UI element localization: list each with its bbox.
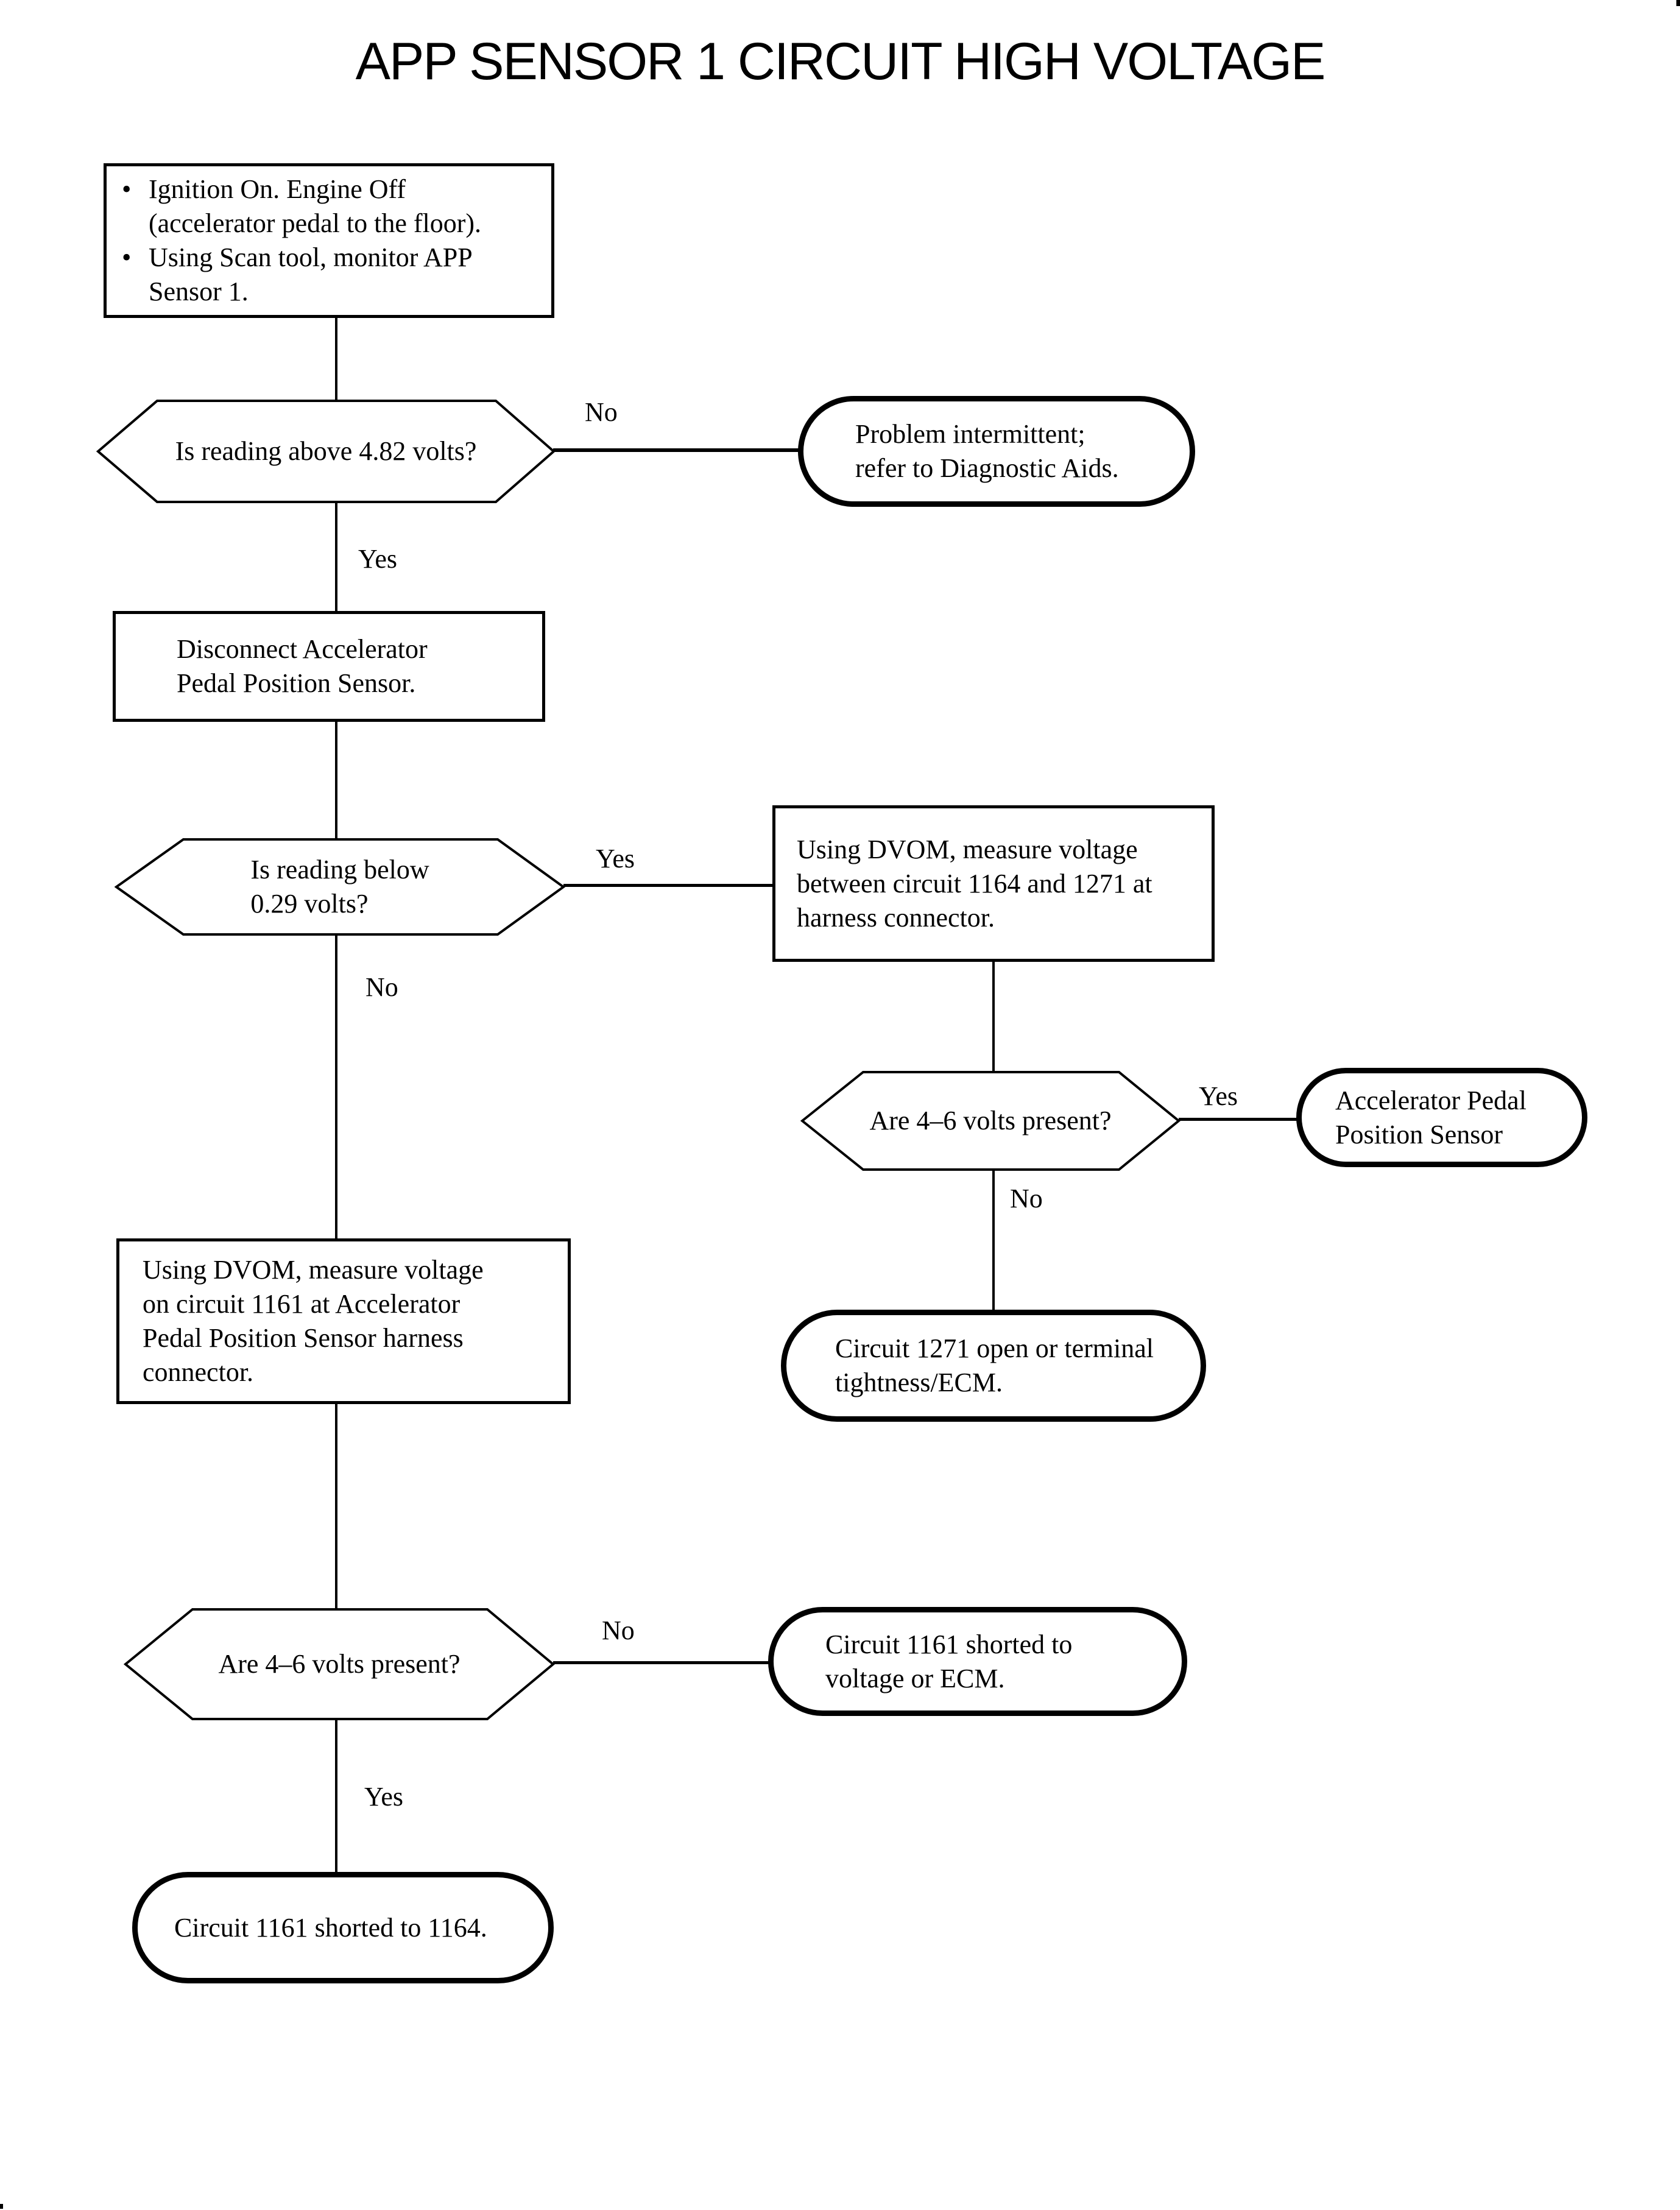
hexagon-shape xyxy=(124,1608,555,1720)
hexagon-shape xyxy=(115,838,565,936)
connector-p3-to-d3 xyxy=(992,961,995,1073)
terminator-app-sensor-text: Accelerator Pedal Position Sensor xyxy=(1335,1085,1526,1149)
decision-volts-present-right: Are 4–6 volts present? xyxy=(800,1070,1181,1171)
start-item-1-text: Ignition On. Engine Off (accelerator ped… xyxy=(149,174,482,238)
connector-d1-yes-to-p2 xyxy=(335,501,337,612)
connector-d2-yes-to-p3 xyxy=(563,884,774,887)
bullet-icon: • xyxy=(122,242,132,272)
process-disconnect-sensor: Disconnect Accelerator Pedal Position Se… xyxy=(113,611,545,722)
connector-d3-no-to-t3 xyxy=(992,1170,995,1311)
terminator-circuit-1161-1164-text: Circuit 1161 shorted to 1164. xyxy=(174,1912,487,1943)
decision-reading-above-482-text: Is reading above 4.82 volts? xyxy=(175,436,477,466)
process-measure-1161-text: Using DVOM, measure voltage on circuit 1… xyxy=(143,1255,484,1387)
terminator-circuit-1161-1164: Circuit 1161 shorted to 1164. xyxy=(132,1872,554,1983)
edge-label-yes: Yes xyxy=(1199,1081,1238,1111)
terminator-circuit-1271: Circuit 1271 open or terminal tightness/… xyxy=(781,1310,1206,1422)
connector-d3-yes-to-t2 xyxy=(1179,1118,1299,1121)
connector-d4-yes-to-t5 xyxy=(335,1720,337,1873)
terminator-circuit-1161-voltage-text: Circuit 1161 shorted to voltage or ECM. xyxy=(825,1629,1073,1693)
connector-d1-no-to-t1 xyxy=(553,448,799,452)
decision-volts-present-left-text: Are 4–6 volts present? xyxy=(218,1649,461,1679)
bullet-icon: • xyxy=(122,174,132,204)
scan-artifact-mark xyxy=(0,2204,3,2209)
edge-label-yes: Yes xyxy=(358,544,398,574)
decision-reading-above-482: Is reading above 4.82 volts? xyxy=(96,399,556,504)
connector-p2-to-d2 xyxy=(335,721,337,839)
start-item-2-text: Using Scan tool, monitor APP Sensor 1. xyxy=(149,242,473,306)
connector-d2-no-to-p4 xyxy=(335,935,337,1240)
edge-label-no: No xyxy=(1010,1184,1043,1213)
edge-label-yes: Yes xyxy=(364,1782,404,1812)
page-title: APP SENSOR 1 CIRCUIT HIGH VOLTAGE xyxy=(355,32,1326,91)
start-item-2: • Using Scan tool, monitor APP Sensor 1. xyxy=(122,241,539,309)
connector-d4-no-to-t4 xyxy=(553,1661,769,1664)
process-measure-1164-1271-text: Using DVOM, measure voltage between circ… xyxy=(797,834,1152,933)
start-process-box: • Ignition On. Engine Off (accelerator p… xyxy=(104,163,554,318)
connector-start-to-d1 xyxy=(335,317,337,400)
connector-p4-to-d4 xyxy=(335,1403,337,1609)
edge-label-yes: Yes xyxy=(596,844,635,874)
edge-label-no: No xyxy=(602,1615,635,1645)
edge-label-no: No xyxy=(365,972,398,1002)
scan-artifact-mark xyxy=(1676,0,1680,6)
start-item-1: • Ignition On. Engine Off (accelerator p… xyxy=(122,172,539,241)
terminator-circuit-1161-voltage: Circuit 1161 shorted to voltage or ECM. xyxy=(768,1607,1187,1716)
process-measure-1161: Using DVOM, measure voltage on circuit 1… xyxy=(116,1238,571,1404)
terminator-app-sensor: Accelerator Pedal Position Sensor xyxy=(1296,1068,1587,1167)
decision-volts-present-left: Are 4–6 volts present? xyxy=(124,1608,555,1721)
decision-volts-present-right-text: Are 4–6 volts present? xyxy=(869,1106,1112,1135)
decision-reading-below-029: Is reading below 0.29 volts? xyxy=(115,838,565,936)
process-disconnect-sensor-text: Disconnect Accelerator Pedal Position Se… xyxy=(177,634,428,698)
terminator-circuit-1271-text: Circuit 1271 open or terminal tightness/… xyxy=(835,1333,1154,1397)
terminator-problem-intermittent-text: Problem intermittent; refer to Diagnosti… xyxy=(855,419,1119,483)
edge-label-no: No xyxy=(585,397,618,427)
hexagon-shape xyxy=(800,1071,1181,1171)
decision-reading-below-029-text: Is reading below 0.29 volts? xyxy=(250,855,429,919)
process-measure-1164-1271: Using DVOM, measure voltage between circ… xyxy=(772,805,1215,962)
terminator-problem-intermittent: Problem intermittent; refer to Diagnosti… xyxy=(798,396,1195,507)
